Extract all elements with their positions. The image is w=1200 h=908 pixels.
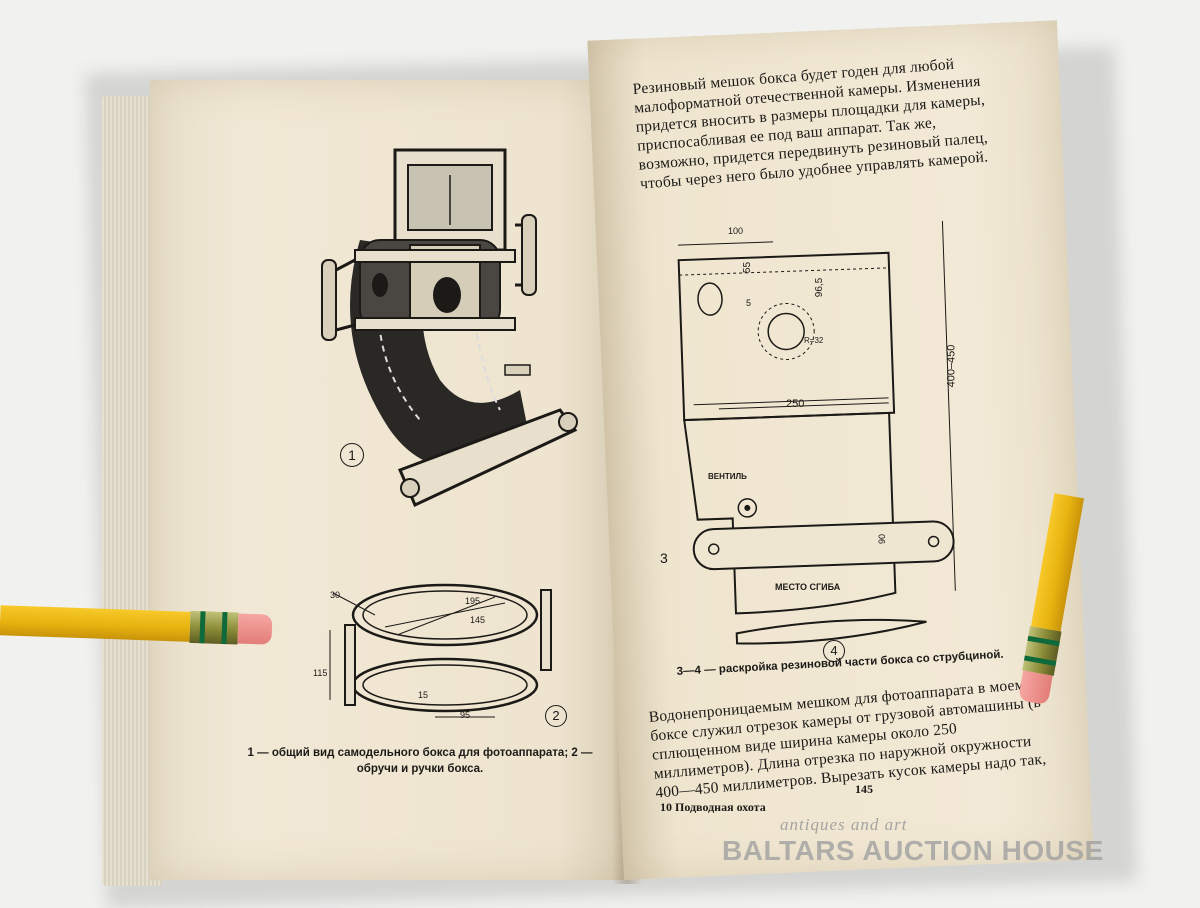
- dim-r32: R=32: [804, 336, 824, 345]
- dim-100: 100: [728, 226, 744, 236]
- dim-400-450: 400–450: [945, 344, 958, 388]
- dim-30: 30: [330, 590, 341, 600]
- dim-55: 55: [742, 261, 754, 274]
- dim-115: 115: [313, 668, 328, 678]
- fold-label: МЕСТО СГИБА: [775, 582, 841, 592]
- dim-145: 145: [470, 615, 486, 625]
- watermark-brand: BALTARS AUCTION HOUSE: [722, 835, 1104, 866]
- dim-96-5: 96,5: [814, 277, 826, 298]
- figure-1-box-illustration: [321, 148, 578, 508]
- dim-90: 90: [877, 533, 888, 545]
- dim-5: 5: [746, 298, 752, 308]
- figure-4-label: 4: [823, 640, 845, 662]
- figure-3-label: 3: [660, 550, 668, 566]
- figure-2-label: 2: [545, 705, 567, 727]
- page-footer-left: 10 Подводная охота: [660, 800, 766, 814]
- valve-label: ВЕНТИЛЬ: [708, 472, 747, 481]
- dim-95: 95: [460, 710, 471, 720]
- watermark-tagline: antiques and art: [780, 815, 908, 834]
- figure-1-label: 1: [340, 443, 364, 467]
- page-number: 145: [855, 782, 873, 796]
- dim-195: 195: [465, 596, 481, 606]
- dim-250: 250: [786, 398, 805, 410]
- figure-3-4-cutting-diagram: [677, 220, 956, 645]
- left-page: [150, 80, 628, 880]
- left-caption: 1 — общий вид самодельного бокса для фот…: [247, 747, 593, 775]
- figure-2-rings-drawing: [329, 583, 552, 718]
- dim-15: 15: [418, 690, 429, 700]
